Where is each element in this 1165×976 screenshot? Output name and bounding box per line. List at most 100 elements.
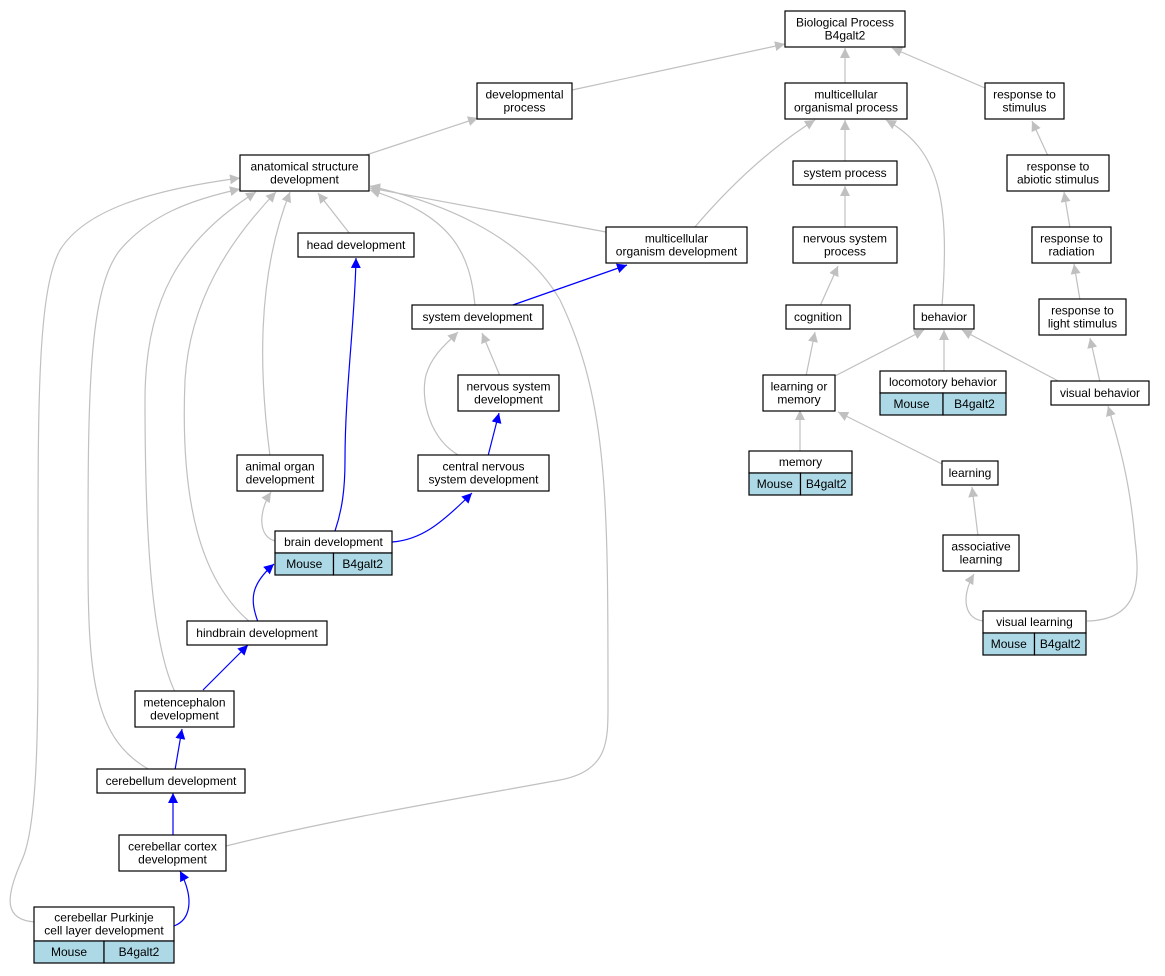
edge-cnsd-nsd (487, 412, 502, 457)
annotation-organism: Mouse (893, 397, 929, 411)
node-box (762, 374, 836, 412)
annotation-gene: B4galt2 (119, 945, 160, 959)
node-hbd[interactable]: hindbrain development (186, 620, 328, 646)
node-label: learning (960, 553, 1003, 567)
node-box (984, 82, 1065, 120)
node-label: system development (428, 473, 539, 487)
node-label: cerebellar cortex (128, 840, 217, 854)
node-label: process (824, 245, 866, 259)
edge-braindev-cnsd (391, 492, 473, 543)
node-label: locomotory behavior (889, 375, 997, 389)
node-box (118, 834, 227, 872)
annotation-gene-cell (799, 472, 853, 496)
node-visbeh[interactable]: visual behavior (1050, 380, 1150, 406)
node-headdev[interactable]: head development (297, 232, 415, 258)
edge-lom-cognition (805, 331, 818, 377)
node-label: cerebellum development (106, 774, 237, 788)
node-learning[interactable]: learning (941, 460, 999, 486)
node-label: system development (422, 310, 533, 324)
node-label: learning (949, 466, 992, 480)
node-box (913, 304, 975, 330)
node-box (1031, 226, 1112, 264)
edge-metd-asd (144, 191, 257, 693)
annotation-gene-cell (1033, 632, 1087, 656)
node-label: radiation (1048, 245, 1094, 259)
node-box (134, 690, 235, 728)
annotation-organism: Mouse (51, 945, 87, 959)
node-sysproc[interactable]: system process (792, 160, 898, 186)
node-box (784, 82, 908, 120)
annotation-gene-cell (332, 552, 393, 576)
edge-asd-devproc (359, 116, 479, 158)
node-behavior[interactable]: behavior (913, 304, 975, 330)
node-box (792, 226, 898, 264)
node-label: development (138, 853, 207, 867)
edge-vislearn-visbeh (1086, 405, 1138, 622)
node-box (1006, 154, 1110, 192)
edge-cpcl-cbcd (173, 870, 190, 927)
node-label: development (474, 393, 543, 407)
node-label: visual learning (996, 615, 1073, 629)
edge-metd-hbd (202, 644, 249, 691)
node-box (297, 232, 415, 258)
node-label: B4galt2 (825, 29, 866, 43)
edge-hbd-braindev (252, 563, 275, 623)
node-box (96, 768, 246, 794)
node-label: metencephalon (143, 696, 225, 710)
node-box (1050, 380, 1150, 406)
node-label: organism development (616, 245, 738, 259)
node-label: multicellular (645, 232, 708, 246)
node-sysdev[interactable]: system development (411, 304, 544, 330)
node-label: development (270, 173, 339, 187)
node-label: light stimulus (1048, 317, 1117, 331)
edge-rtr-ras (1060, 191, 1071, 229)
node-label: development (246, 473, 315, 487)
node-cognition[interactable]: cognition (785, 304, 851, 330)
node-box (605, 226, 748, 264)
node-box (784, 10, 906, 48)
edge-cbd-asd (87, 186, 241, 771)
annotation-gene: B4galt2 (954, 397, 995, 411)
node-label: response to (1040, 232, 1103, 246)
node-label: behavior (921, 310, 967, 324)
node-label: process (503, 101, 545, 115)
node-cbd[interactable]: cerebellum development (96, 768, 246, 794)
node-box (942, 534, 1020, 572)
edge-devproc-bp (571, 41, 786, 91)
node-label: multicellular (814, 88, 877, 102)
node-box (411, 304, 544, 330)
node-box (186, 620, 328, 646)
edge-cbd-metd (174, 728, 186, 771)
node-label: Biological Process (796, 16, 894, 30)
node-label: head development (307, 238, 406, 252)
node-label: abiotic stimulus (1017, 173, 1099, 187)
edge-lom-behavior (834, 329, 925, 377)
edge-hbd-asd (183, 191, 277, 623)
node-label: brain development (284, 535, 383, 549)
node-label: system process (803, 166, 886, 180)
node-label: cerebellar Purkinje (54, 911, 154, 925)
